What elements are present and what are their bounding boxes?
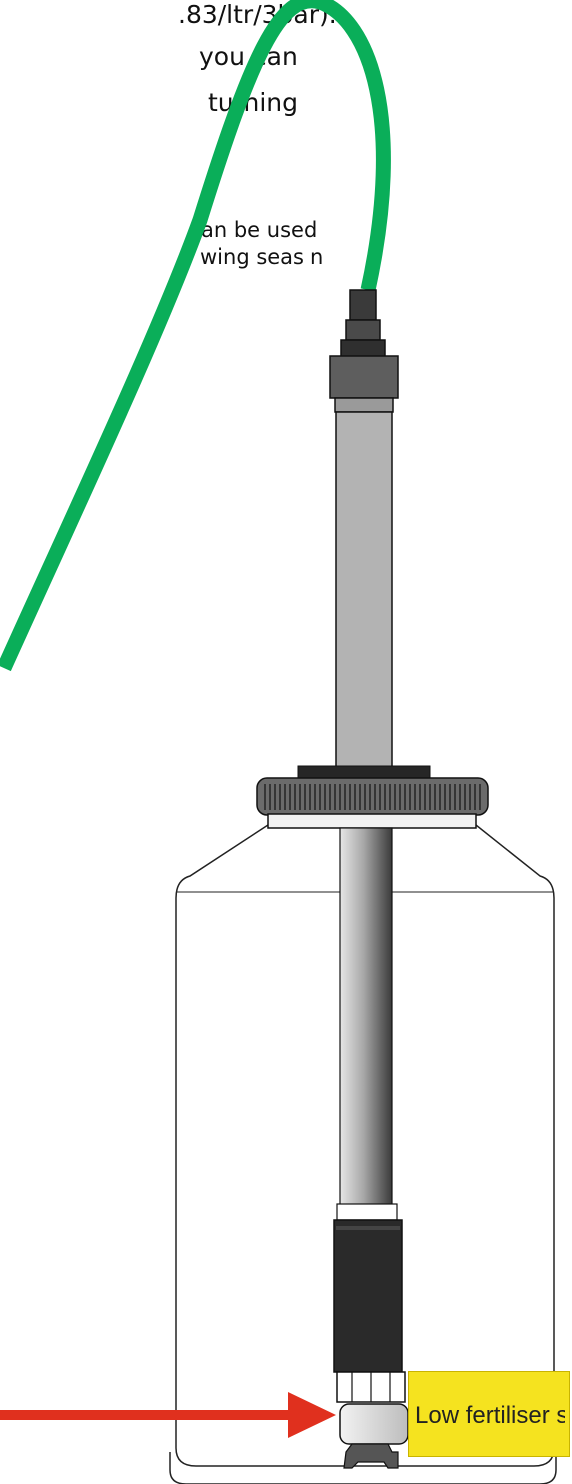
- callout-label: Low fertiliser switch: [415, 1402, 565, 1429]
- hose-connector-top: [349, 289, 377, 321]
- top-fitting: [329, 355, 399, 399]
- bottle-base: [169, 1452, 557, 1484]
- outer-tube: [335, 411, 393, 769]
- hose-connector-mid: [345, 319, 381, 341]
- cap-top-plate: [297, 765, 431, 779]
- switch-body: [339, 1403, 409, 1445]
- float-sensor-band: [336, 1226, 400, 1230]
- top-fitting-collar: [334, 397, 394, 413]
- float-sensor: [333, 1219, 403, 1373]
- inner-dip-tube: [339, 827, 393, 1219]
- cap-seal-ring: [267, 813, 477, 829]
- cap-ridges: [264, 784, 481, 810]
- green-hose: [0, 0, 391, 672]
- arrow-shaft: [0, 1410, 292, 1420]
- switch-foot: [343, 1443, 399, 1469]
- text-growing-season-part: wing seas: [200, 245, 304, 269]
- text-growing-season-tail: n: [310, 245, 324, 269]
- text-line-can-be-used: an be used: [201, 218, 318, 242]
- text-line-turning: turning: [208, 88, 298, 117]
- callout-box: [408, 1371, 570, 1457]
- dip-tube-collar: [336, 1203, 398, 1221]
- bottle-cap: [256, 777, 489, 816]
- hose-connector-nut: [340, 339, 386, 358]
- arrow-head: [288, 1392, 336, 1438]
